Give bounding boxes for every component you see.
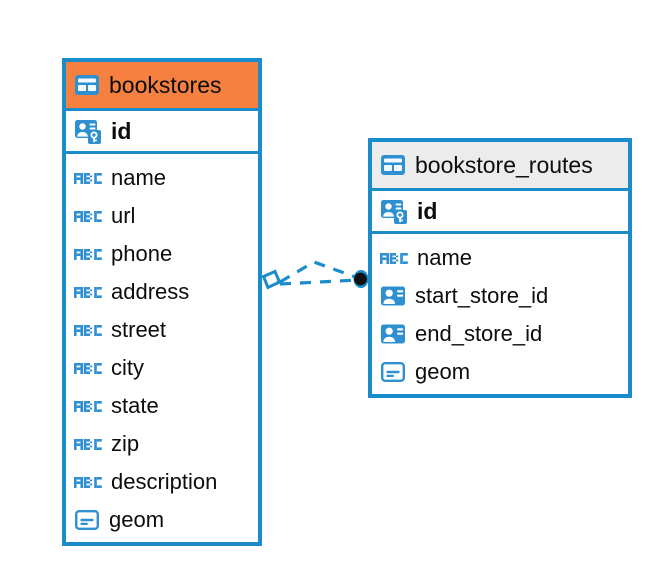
diamond-marker [261,269,283,290]
geometry-type-icon [380,359,406,385]
text-type-icon [74,168,102,188]
field-row-primary-key[interactable]: id [66,108,258,154]
field-name-label: url [111,203,136,228]
field-row-primary-key[interactable]: id [372,188,628,234]
text-type-icon [74,244,102,264]
text-type-icon [74,472,102,492]
field-row-name[interactable]: name [66,159,258,197]
field-name-label: street [111,317,167,342]
field-name-id: id [111,117,132,144]
text-type-icon [74,320,102,340]
foreign-key-icon [380,283,406,309]
field-row-url[interactable]: url [66,197,258,235]
field-list-bookstores: name [66,154,258,543]
filled-dot-marker [353,270,369,288]
entity-bookstores[interactable]: bookstores id [62,58,262,546]
foreign-key-icon [380,321,406,347]
field-row-city[interactable]: city [66,349,258,387]
relationship-connector[interactable] [258,248,378,310]
field-list-bookstore-routes: name start_store_id [372,234,628,395]
text-type-icon [74,434,102,454]
field-row-street[interactable]: street [66,311,258,349]
entity-header-bookstores[interactable]: bookstores [66,62,258,108]
field-row-geom[interactable]: geom [372,353,628,391]
text-type-icon [74,358,102,378]
field-name-id: id [417,197,438,224]
primary-key-icon [380,197,408,225]
table-icon [74,72,100,98]
entity-header-bookstore-routes[interactable]: bookstore_routes [372,142,628,188]
relationship-line-upper [279,260,359,284]
field-row-description[interactable]: description [66,463,258,501]
field-name-label: geom [109,507,165,532]
field-row-end-store-id[interactable]: end_store_id [372,315,628,353]
field-name-label: state [111,393,159,418]
text-type-icon [74,282,102,302]
field-row-start-store-id[interactable]: start_store_id [372,277,628,315]
field-name-label: end_store_id [415,321,543,346]
field-row-state[interactable]: state [66,387,258,425]
primary-key-icon [74,117,102,145]
text-type-icon [74,396,102,416]
field-name-label: zip [111,431,140,456]
table-icon [380,152,406,178]
text-type-icon [74,206,102,226]
field-row-name[interactable]: name [372,239,628,277]
text-type-icon [380,248,408,268]
field-row-phone[interactable]: phone [66,235,258,273]
relationship-line-lower [279,278,359,286]
geometry-type-icon [74,507,100,533]
entity-title-bookstores: bookstores [109,71,222,98]
field-row-address[interactable]: address [66,273,258,311]
field-name-label: address [111,279,190,304]
field-name-label: description [111,469,218,494]
field-name-label: geom [415,359,471,384]
entity-bookstore-routes[interactable]: bookstore_routes id [368,138,632,398]
field-name-label: phone [111,241,173,266]
field-name-label: start_store_id [415,283,549,308]
field-name-label: name [417,245,473,270]
field-name-label: city [111,355,144,380]
field-name-label: name [111,165,167,190]
entity-title-bookstore-routes: bookstore_routes [415,151,593,178]
field-row-geom[interactable]: geom [66,501,258,539]
field-row-zip[interactable]: zip [66,425,258,463]
